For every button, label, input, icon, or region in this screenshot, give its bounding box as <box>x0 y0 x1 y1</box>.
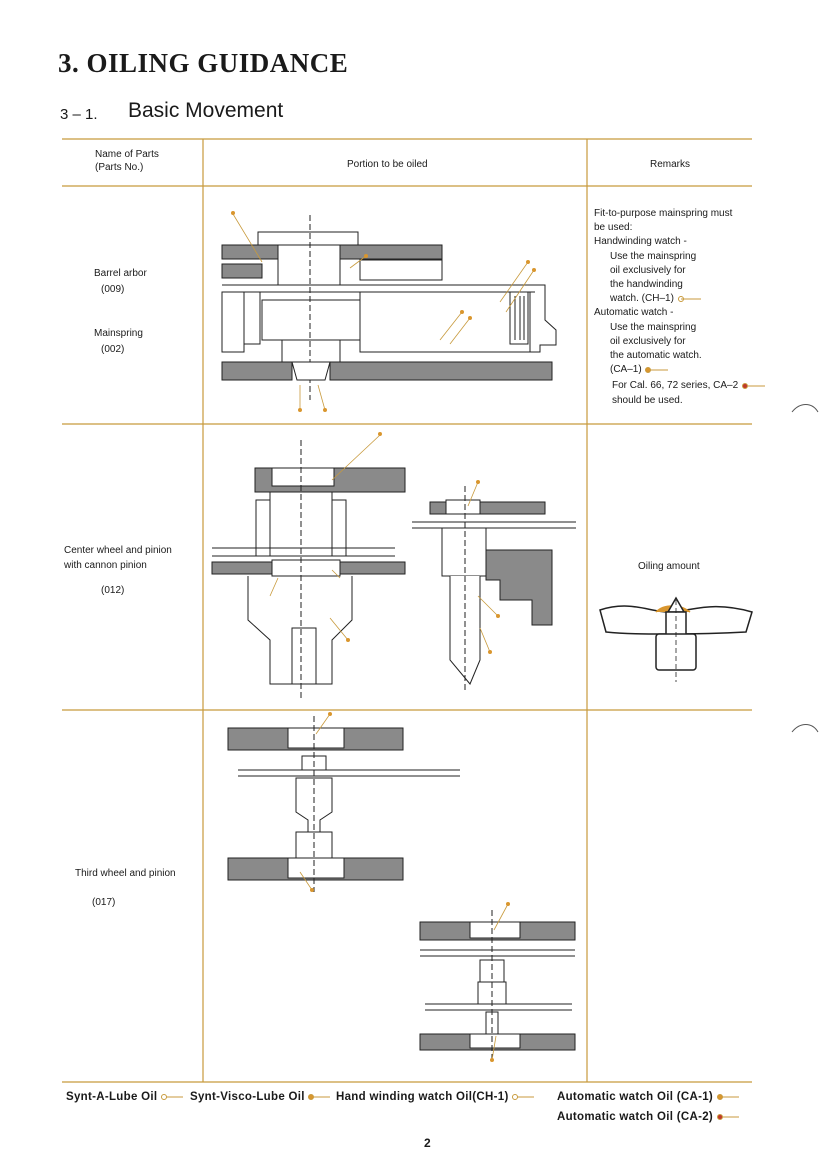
legend-text: Automatic watch Oil (CA-1) <box>557 1091 714 1103</box>
header-text: Name of Parts <box>95 149 159 160</box>
remarks-line-ch1: watch. (CH–1) <box>594 292 784 306</box>
legend-ch1: Hand winding watch Oil(CH-1) <box>336 1091 536 1103</box>
remarks-line: oil exclusively for <box>610 264 686 276</box>
binder-hole-mark <box>791 724 819 733</box>
section-title: Basic Movement <box>128 99 284 122</box>
remarks-line: Use the mainspring <box>610 321 697 333</box>
page-title: 3. OILING GUIDANCE <box>58 48 349 78</box>
remarks-line: the automatic watch. <box>610 350 702 362</box>
legend-synt-a-lube: Synt-A-Lube Oil <box>66 1091 185 1103</box>
remarks-text: (CA–1) <box>610 364 642 376</box>
remarks-text: watch. (CH–1) <box>610 293 674 305</box>
legend-text: Synt-Visco-Lube Oil <box>190 1091 305 1103</box>
oiling-amount-illustration <box>599 596 753 682</box>
part-barrel-arbor-number: (009) <box>101 284 125 295</box>
ca1-oil-pin-icon <box>645 366 669 373</box>
part-mainspring: Mainspring <box>94 328 143 339</box>
header-remarks: Remarks <box>650 159 691 170</box>
center-wheel-drawing <box>211 432 576 700</box>
oiling-amount-label: Oiling amount <box>638 561 700 572</box>
remarks-line: Automatic watch - <box>594 307 674 319</box>
ch1-legend-oil-pin-icon <box>512 1093 535 1100</box>
header-text: (Parts No.) <box>95 162 144 173</box>
ca2-legend-oil-pin-icon <box>716 1113 739 1120</box>
section-number: 3 – 1. <box>60 106 98 123</box>
part-mainspring-number: (002) <box>101 344 125 355</box>
part-third-wheel-number: (017) <box>92 897 116 908</box>
legend-text: Hand winding watch Oil(CH-1) <box>336 1091 509 1103</box>
part-third-wheel: Third wheel and pinion <box>75 868 176 879</box>
table-rules <box>62 138 752 1083</box>
remarks-line-ca2: For Cal. 66, 72 series, CA–2 <box>594 379 784 393</box>
remarks-line: Use the mainspring <box>610 250 697 262</box>
part-barrel-arbor: Barrel arbor <box>94 268 147 279</box>
remarks-line: Fit-to-purpose mainspring must <box>594 208 733 219</box>
legend-ca2: Automatic watch Oil (CA-2) <box>557 1111 741 1123</box>
remarks-line: should be used. <box>612 394 683 406</box>
legend-text: Automatic watch Oil (CA-2) <box>557 1111 714 1123</box>
binder-hole-mark <box>791 404 819 413</box>
remarks-line: the handwinding <box>610 279 683 291</box>
synt-visco-lube-oil-pin-icon <box>308 1093 331 1100</box>
legend-ca1: Automatic watch Oil (CA-1) <box>557 1091 741 1103</box>
page-number: 2 <box>424 1136 431 1150</box>
ch1-oil-pin-icon <box>677 295 701 302</box>
ca1-legend-oil-pin-icon <box>716 1093 739 1100</box>
remarks-line: oil exclusively for <box>610 335 686 347</box>
third-wheel-drawing <box>227 712 576 1062</box>
part-center-wheel: Center wheel and pinion <box>64 545 172 556</box>
remarks-line: Handwinding watch - <box>594 236 687 248</box>
legend-text: Synt-A-Lube Oil <box>66 1091 158 1103</box>
remarks-line-ca1: (CA–1) <box>594 363 784 377</box>
ca2-oil-pin-icon <box>741 382 765 389</box>
part-center-wheel-number: (012) <box>101 585 125 596</box>
remarks-barrel: Fit-to-purpose mainspring must be used: … <box>594 207 784 408</box>
remarks-text: For Cal. 66, 72 series, CA–2 <box>612 380 739 392</box>
remarks-line: be used: <box>594 222 633 234</box>
part-center-wheel-line2: with cannon pinion <box>64 560 147 571</box>
barrel-arbor-drawing <box>221 211 557 412</box>
header-portion-to-be-oiled: Portion to be oiled <box>347 159 428 170</box>
synt-a-lube-oil-pin-icon <box>160 1093 183 1100</box>
legend-synt-visco-lube: Synt-Visco-Lube Oil <box>190 1091 332 1103</box>
header-name-of-parts: Name of Parts (Parts No.) <box>95 148 159 174</box>
